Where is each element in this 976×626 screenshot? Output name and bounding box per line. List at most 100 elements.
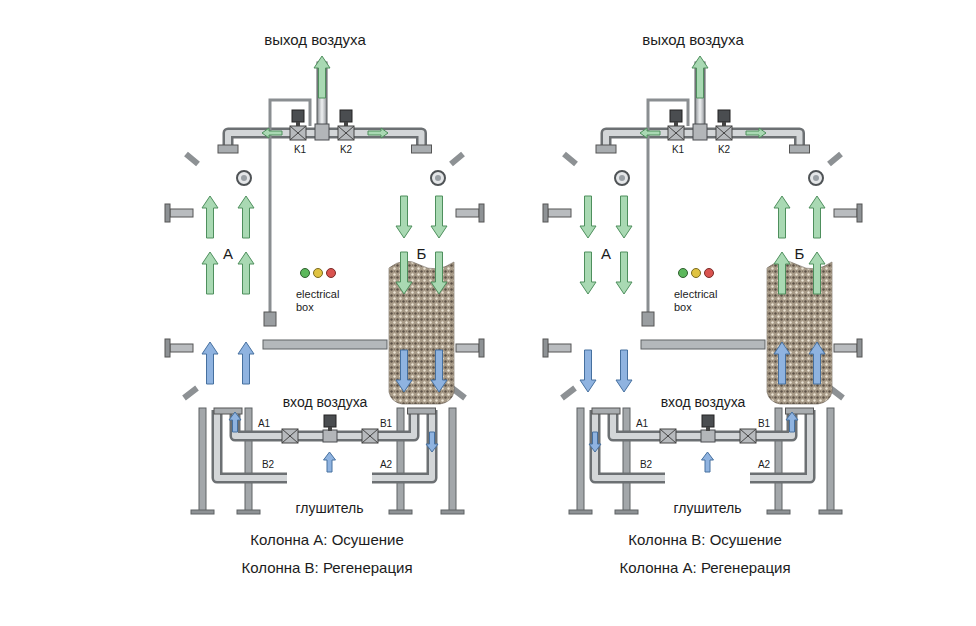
valve-cross: [362, 429, 378, 443]
pipe: [217, 410, 287, 478]
flow-arrow: [809, 252, 825, 294]
node-label: Б: [795, 245, 805, 262]
pipe-bore: [372, 410, 432, 478]
muffler-cap: [365, 464, 372, 493]
flow-arrow: [616, 350, 632, 392]
pipes: [217, 133, 810, 478]
valve-cross: [290, 126, 306, 140]
flow-arrow: [774, 196, 790, 238]
vessel-body: [194, 153, 263, 410]
sight-glass: [431, 171, 445, 185]
vessel-neck: [214, 408, 242, 414]
label-anchor: выход воздуха: [264, 31, 365, 48]
nozzle-flange: [479, 204, 484, 222]
flow-arrow: [640, 128, 660, 138]
flow-arrow: [746, 128, 766, 138]
vessel-body: [388, 153, 456, 410]
nozzle: [456, 209, 479, 217]
muffler-body: [288, 464, 372, 493]
label-anchor: B2: [262, 459, 274, 471]
flow-arrow: [368, 128, 388, 138]
part-label: вход воздуха: [661, 394, 746, 410]
nozzle-flange: [165, 339, 170, 357]
indicator-light: [314, 269, 323, 278]
node-label: А: [223, 245, 233, 262]
flow-arrow: [580, 350, 596, 392]
nozzle: [170, 209, 193, 217]
solenoid: [292, 110, 304, 122]
flow-arrow: [314, 56, 330, 98]
flow-arrow: [202, 342, 218, 384]
flow-arrow: [580, 252, 596, 294]
dryer-fittings: [165, 62, 484, 443]
pipe: [750, 410, 810, 478]
vessel-body: [572, 153, 641, 410]
pipe-bore: [595, 410, 665, 478]
column-vessel-outline: [387, 152, 456, 410]
sight-glass-center: [435, 175, 441, 181]
pipe: [372, 410, 432, 478]
node-label: Б: [417, 245, 427, 262]
node-label: А: [601, 245, 611, 262]
nozzle-flange: [165, 204, 170, 222]
solenoid: [324, 415, 336, 427]
part-label: Колонна В: Осушение: [628, 531, 781, 548]
nozzle-flange: [479, 339, 484, 357]
flow-arrow: [324, 452, 336, 472]
box-body: [288, 261, 371, 335]
leg: [199, 408, 206, 512]
flow-arrow: [589, 432, 601, 452]
part-label: B1: [380, 418, 392, 430]
pipe-wall: [750, 410, 810, 478]
label-anchor: выход воздуха: [642, 31, 743, 48]
foot: [441, 510, 464, 514]
flow-arrow: [426, 432, 438, 452]
column-vessel-outline: [193, 152, 263, 410]
pipe-bore: [750, 410, 810, 478]
flow-arrow: [692, 56, 708, 98]
part-label: K2: [340, 144, 352, 156]
column-vessel-outline: [571, 152, 641, 410]
foot: [237, 510, 260, 514]
part-label: K2: [718, 144, 730, 156]
dryer-fittings: [543, 62, 862, 443]
label-anchor: K2: [718, 144, 730, 156]
fitting: [264, 312, 276, 326]
flow-arrow: [616, 252, 632, 294]
leg: [397, 408, 404, 512]
valve-cross: [282, 429, 298, 443]
column-vessel: Б: [765, 152, 834, 410]
muffler-outline: [665, 463, 750, 493]
label-anchor: вход воздуха: [283, 394, 368, 410]
label-anchor: B1: [380, 418, 392, 430]
label-anchor: A2: [380, 459, 392, 471]
label-anchor: Колонна А: Регенерация: [619, 559, 790, 576]
sight-glass: [237, 171, 251, 185]
part-label: A2: [758, 459, 770, 471]
flow-arrow: [702, 452, 714, 472]
flow-arrow: [238, 196, 254, 238]
indicator-light: [327, 269, 336, 278]
flow-arrow: [616, 196, 632, 238]
sight-glass-center: [241, 175, 247, 181]
vessel-body: [766, 153, 834, 410]
nozzle: [456, 344, 479, 352]
valve-body: [362, 429, 378, 443]
part-label: выход воздуха: [642, 31, 743, 48]
flow-arrow: [431, 196, 447, 238]
pipe-wall: [372, 410, 432, 478]
column-vessel: Б: [387, 152, 456, 410]
node-label: electrical box: [674, 288, 732, 314]
flow-arrow: [202, 252, 218, 294]
solenoid-stem: [344, 122, 348, 126]
part-label: Колонна В: Регенерация: [241, 559, 412, 576]
label-anchor: K2: [340, 144, 352, 156]
valve-body: [282, 429, 298, 443]
flow-arrows: [202, 56, 825, 472]
foot: [191, 510, 214, 514]
part-label: A1: [258, 418, 270, 430]
muffler-cap: [666, 464, 673, 493]
electrical-box: electrical box: [287, 260, 371, 335]
leg: [449, 408, 456, 512]
